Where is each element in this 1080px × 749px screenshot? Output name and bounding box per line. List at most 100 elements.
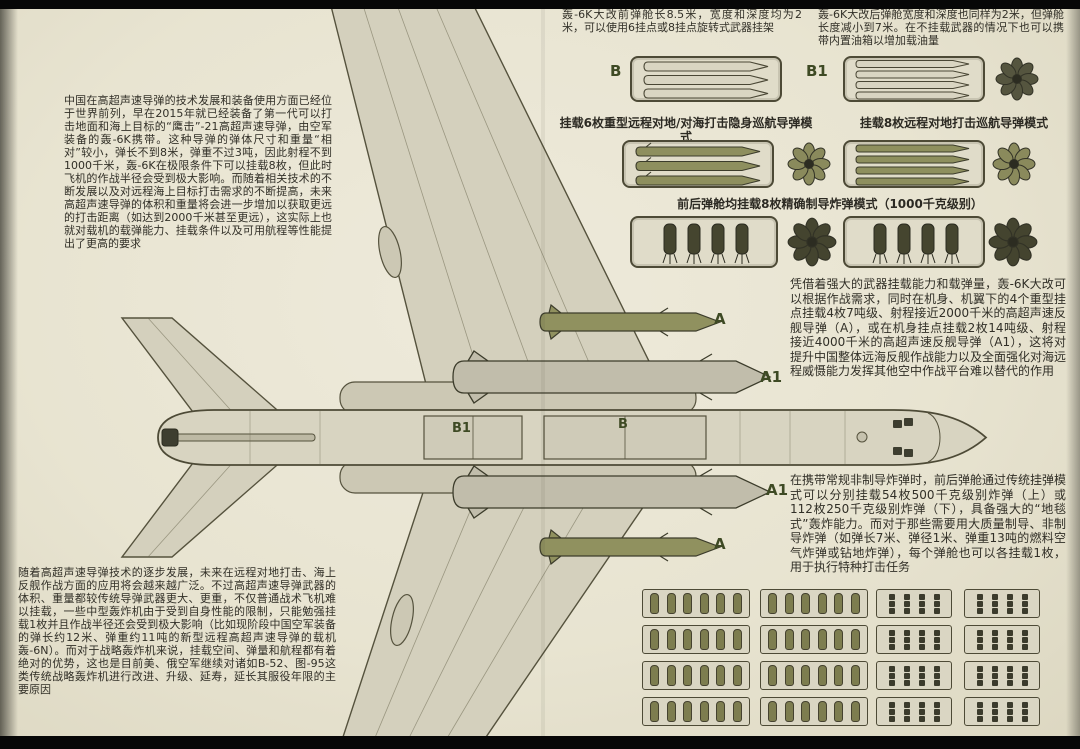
bomb-row-tile <box>760 697 868 726</box>
bomb-square <box>976 679 983 686</box>
loaded-missile-shapes <box>635 142 761 186</box>
missile-label-a1-upper: A1 <box>760 368 783 386</box>
front-bay-6-stealth-missile-diagram <box>630 56 782 102</box>
bomb-square <box>1021 672 1028 679</box>
bomb-square <box>888 643 895 650</box>
front-bay-precision-bomb-diagram <box>630 216 778 268</box>
loaded-missile-shapes <box>855 144 970 186</box>
bomb-square <box>976 672 983 679</box>
bomb-square <box>918 643 925 650</box>
bomb-square <box>1006 715 1013 722</box>
bomb-square <box>1006 679 1013 686</box>
bomb-shape <box>683 665 693 686</box>
bomb-square <box>903 600 910 607</box>
bomb-square <box>991 600 998 607</box>
bomb-square <box>976 715 983 722</box>
letterbox-top <box>0 0 1080 9</box>
bomb-square <box>991 636 998 643</box>
bomb-square <box>903 715 910 722</box>
rear-bay-8-cruise-missile-diagram <box>843 56 985 102</box>
bomb-square <box>933 607 940 614</box>
bomb-square <box>888 607 895 614</box>
bomb-shape <box>817 593 827 614</box>
bomb-square <box>888 629 895 636</box>
bomb-square <box>1021 636 1028 643</box>
missile-label-a-upper: A <box>714 310 726 328</box>
bomb-square <box>976 600 983 607</box>
bomb-square <box>918 629 925 636</box>
bomb-square <box>1021 600 1028 607</box>
rotary-launcher-face-icon <box>995 57 1039 101</box>
hypersonic-missile-a-lower <box>539 528 722 566</box>
bomb-shape <box>768 701 778 722</box>
rotary-launcher-face-icon <box>992 142 1036 186</box>
bomb-square <box>1006 629 1013 636</box>
letterbox-bottom <box>0 736 1080 749</box>
bomb-shape <box>732 593 742 614</box>
bomb-shape <box>666 593 676 614</box>
bomb-square <box>1006 643 1013 650</box>
caption-precision8: 前后弹舱均挂载8枚精确制导炸弹模式（1000千克级别） <box>677 197 983 211</box>
tail-turret <box>161 428 179 447</box>
bomb-square <box>933 679 940 686</box>
bomb-square <box>903 701 910 708</box>
bomb-square <box>888 600 895 607</box>
rear-bay-diagram-label: B1 <box>806 62 828 80</box>
hypersonic-missile-a1-upper <box>452 350 772 404</box>
bomb-square <box>976 629 983 636</box>
square-bomb-grid-tile <box>964 697 1040 726</box>
bomb-row-tile <box>642 589 750 618</box>
bomb-square <box>976 593 983 600</box>
bomb-square <box>918 715 925 722</box>
bomb-square <box>903 629 910 636</box>
cruise-missile-shapes <box>855 60 970 100</box>
bomb-square <box>991 607 998 614</box>
bomb-square <box>903 607 910 614</box>
bomb-square <box>1021 629 1028 636</box>
bomb-shape <box>666 701 676 722</box>
bomb-square <box>1006 672 1013 679</box>
bomb-shape <box>650 665 660 686</box>
bomb-square <box>918 672 925 679</box>
bomb-shape <box>817 665 827 686</box>
stealth-missile-shapes <box>643 61 769 99</box>
bomb-row-tile <box>760 661 868 690</box>
intro-paragraph: 中国在高超声速导弹的技术发展和装备使用方面已经位于世界前列，早在2015年就已经… <box>64 94 332 250</box>
bomb-shape <box>650 593 660 614</box>
bomb-shape <box>716 629 726 650</box>
bomb-shape <box>801 701 811 722</box>
bomb-row-tile <box>760 589 868 618</box>
bomb-shape <box>666 665 676 686</box>
bomb-shape <box>784 629 794 650</box>
vertical-fin-ridge <box>169 433 316 442</box>
bomb-shape <box>817 629 827 650</box>
bomb-shape <box>699 629 709 650</box>
bomb-shape <box>801 665 811 686</box>
bomb-square <box>888 593 895 600</box>
bomb-shape <box>716 665 726 686</box>
paper-crease <box>541 0 545 749</box>
bomb-square <box>903 672 910 679</box>
bomb-square <box>903 643 910 650</box>
bomb-row-tile <box>642 661 750 690</box>
bomb-square <box>918 593 925 600</box>
bomb-square <box>918 665 925 672</box>
square-bomb-grid-tile <box>964 589 1040 618</box>
bomb-square <box>933 629 940 636</box>
bomb-square <box>918 701 925 708</box>
bomb-square <box>903 679 910 686</box>
bomb-shape <box>834 665 844 686</box>
bomb-load-pattern-500kg <box>642 589 868 726</box>
caption-cruise8: 挂载8枚远程对地打击巡航导弹模式 <box>859 116 1049 130</box>
bomb-square <box>1006 665 1013 672</box>
bomb-shape <box>683 701 693 722</box>
bomb-shape <box>784 701 794 722</box>
bomb-square <box>1021 607 1028 614</box>
bomb-shape <box>666 629 676 650</box>
bomb-shape <box>784 593 794 614</box>
front-bay-loaded-missile-diagram <box>622 140 774 188</box>
bomb-square <box>918 636 925 643</box>
bomb-shape <box>801 629 811 650</box>
bomb-square <box>888 701 895 708</box>
